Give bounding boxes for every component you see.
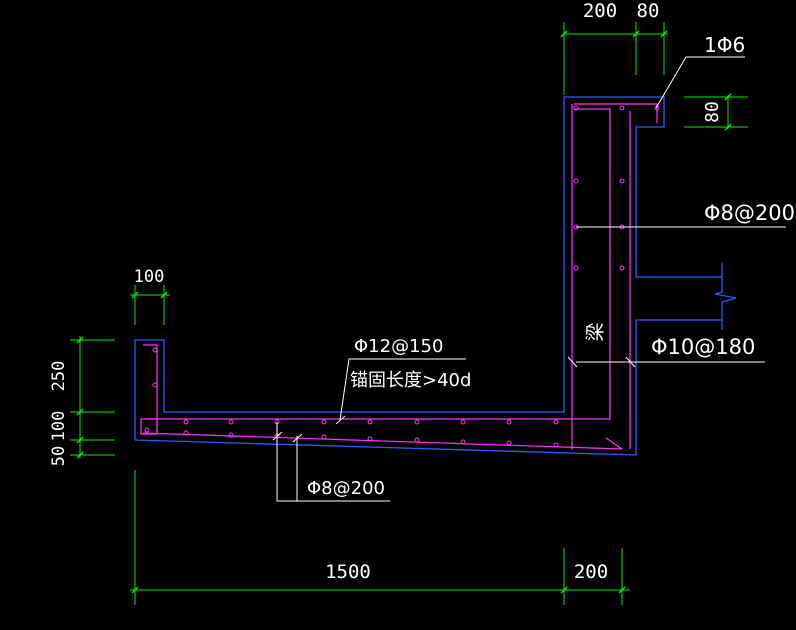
rebar-dot: [619, 178, 625, 184]
rebar-dot: [573, 265, 579, 271]
dim-tick: [76, 451, 84, 459]
upturn-rebar: [143, 344, 158, 430]
dim-tick: [618, 586, 626, 594]
dim-tick: [724, 123, 732, 131]
dim-tick: [724, 93, 732, 101]
leader-phi12-tick: [335, 415, 346, 425]
dim-text-100-side: 100: [49, 411, 69, 442]
label-anchor-length: 锚固长度>40d: [350, 370, 471, 391]
slab-bottom-slope: [134, 439, 637, 456]
rebar-dot: [152, 347, 158, 353]
leader-phi12-150: [339, 358, 466, 421]
rebar-dot: [573, 105, 579, 111]
rebar-dot: [144, 427, 150, 433]
rebar-dot: [414, 419, 420, 425]
leader-lines: [272, 56, 786, 502]
outer-wall-rebar: [574, 103, 658, 123]
rebar-dot: [506, 419, 512, 425]
rebar-dot: [183, 430, 189, 436]
rebar-dot: [553, 442, 559, 448]
dim-text-250: 250: [49, 361, 69, 392]
rebar-lines: [140, 103, 658, 450]
dim-text-100-left: 100: [134, 267, 165, 287]
slab-and-wall-outline: [134, 96, 722, 440]
label-phi8-200-bottom: Φ8@200: [307, 478, 385, 499]
rebar-dot: [321, 434, 327, 440]
rebar-dot: [619, 105, 625, 111]
beam-lower-outline: [635, 319, 722, 455]
dim-tick: [560, 30, 568, 38]
rebar-dot: [183, 419, 189, 425]
bottom-slab-rebar: [142, 432, 623, 450]
dim-tick: [76, 436, 84, 444]
dim-tick: [660, 30, 668, 38]
rebar-dot: [619, 265, 625, 271]
leader-phi10-tick: [567, 356, 578, 368]
dim-text-50: 50: [49, 446, 69, 466]
break-line: [714, 263, 737, 330]
label-1phi6: 1Φ6: [704, 33, 745, 57]
rebar-dot: [367, 419, 373, 425]
label-phi12-150: Φ12@150: [354, 336, 443, 357]
dim-tick: [131, 291, 139, 299]
corner-stirrup: [140, 418, 158, 435]
dim-text-200-top: 200: [583, 0, 617, 22]
leader-1phi6: [655, 56, 745, 109]
label-phi10-180: Φ10@180: [651, 335, 755, 359]
rebar-dot: [460, 419, 466, 425]
dim-tick: [560, 586, 568, 594]
rebar-dot: [414, 437, 420, 443]
dimension-lines: [70, 22, 748, 605]
rebar-dot: [460, 439, 466, 445]
dim-tick: [632, 30, 640, 38]
dim-text-80-top: 80: [637, 0, 660, 22]
top-slab-rebar: [143, 108, 611, 420]
rebar-dot: [573, 178, 579, 184]
dim-tick: [160, 291, 168, 299]
leader-phi8-tick1: [272, 431, 283, 441]
label-beam: 梁: [585, 322, 607, 341]
hook-end: [605, 437, 623, 450]
label-phi8-200-right: Φ8@200: [704, 201, 795, 225]
dim-text-200-bottom: 200: [574, 561, 608, 583]
concrete-outline: [134, 96, 737, 456]
rebar-dot: [228, 432, 234, 438]
rebar-dot: [228, 419, 234, 425]
dim-tick: [76, 408, 84, 416]
rebar-dot: [321, 419, 327, 425]
rebar-dots: [144, 105, 660, 448]
rebar-dot: [152, 382, 158, 388]
rebar-dot: [506, 440, 512, 446]
dim-text-80-right: 80: [702, 101, 723, 123]
leader-phi10-tick2: [625, 356, 636, 368]
dimension-ticks: [76, 30, 732, 594]
dim-tick: [76, 336, 84, 344]
dim-tick: [131, 586, 139, 594]
rebar-dot: [367, 436, 373, 442]
dim-text-1500: 1500: [325, 561, 371, 583]
leader-phi8-200-bottom: [276, 422, 390, 502]
rebar-dot: [553, 419, 559, 425]
